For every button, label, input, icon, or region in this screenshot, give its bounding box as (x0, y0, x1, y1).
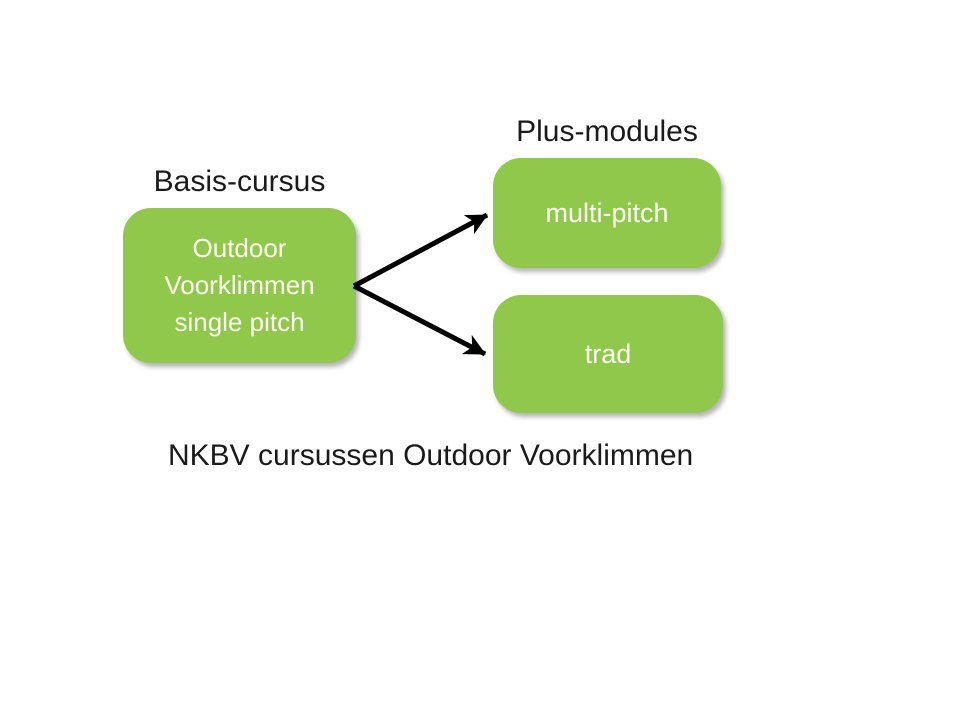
arrow-basis-to-trad (352, 283, 487, 357)
node-multi-pitch: multi-pitch (493, 158, 721, 268)
node-multi-pitch-text: multi-pitch (545, 197, 669, 228)
basis-cursus-label: Basis-cursus (153, 165, 326, 198)
arrow-basis-to-multi-pitch (352, 212, 489, 289)
node-trad: trad (493, 295, 723, 413)
node-text-line-3: single pitch (174, 307, 305, 337)
node-text-line-2: Voorklimmen (164, 270, 315, 300)
slide-caption: NKBV cursussen Outdoor Voorklimmen (168, 439, 694, 472)
node-text-line-1: Outdoor (192, 233, 287, 263)
node-trad-text: trad (584, 338, 632, 369)
node-outdoor-voorklimmen-text: Outdoor Voorklimmen single pitch (164, 230, 314, 341)
node-outdoor-voorklimmen-single-pitch: Outdoor Voorklimmen single pitch (123, 208, 356, 363)
plus-modules-label: Plus-modules (516, 115, 698, 148)
